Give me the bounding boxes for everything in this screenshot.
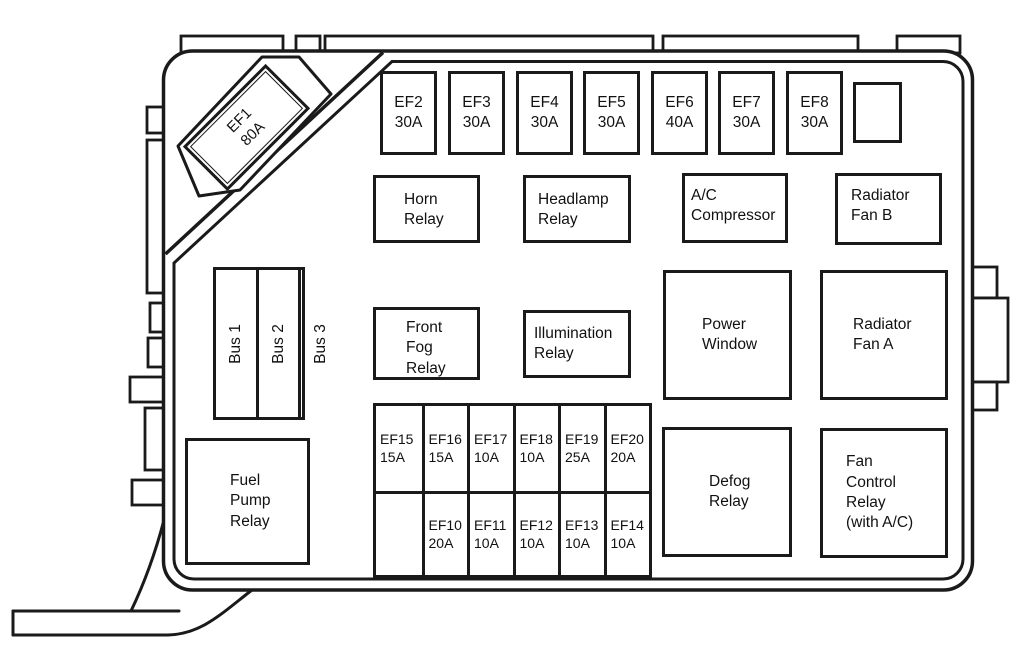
fuse-ef6: EF6 40A <box>651 71 708 155</box>
relay-fan-control: Fan Control Relay (with A/C) <box>820 428 948 558</box>
bus-block: Bus 1 Bus 2 Bus 3 <box>213 267 329 420</box>
fuse-name: EF14 <box>610 517 644 534</box>
fuse-amp: 15A <box>380 449 405 466</box>
fuse-amp: 20A <box>428 535 454 552</box>
fuse-ef10: EF10 20A <box>421 490 467 575</box>
fuse-name: EF2 <box>394 93 423 111</box>
fuse-amp: 25A <box>565 449 590 466</box>
fuse-ef14: EF14 10A <box>603 490 649 575</box>
relay-horn: Horn Relay <box>373 175 480 243</box>
fuse-amp: 10A <box>474 449 499 466</box>
fuse-name: EF19 <box>565 431 599 448</box>
relay-fuel-pump: Fuel Pump Relay <box>185 438 310 565</box>
fuse-amp: 30A <box>530 114 559 131</box>
fuse-amp: 10A <box>565 535 590 552</box>
fuse-ef11: EF11 10A <box>467 490 513 575</box>
inner-boundary <box>172 60 965 581</box>
fuse-ef17: EF17 10A <box>467 406 513 491</box>
fuse-ef13: EF13 10A <box>558 490 604 575</box>
bottom-wire <box>11 518 254 637</box>
right-tab <box>969 296 1010 384</box>
fuse-ef8: EF8 30A <box>786 71 843 155</box>
relay-power-window: Power Window <box>663 270 792 400</box>
bus-label: Bus 2 <box>269 323 287 364</box>
fuse-amp: 10A <box>610 535 636 552</box>
relay-illumination: Illumination Relay <box>523 310 631 378</box>
relay-headlamp: Headlamp Relay <box>523 175 631 243</box>
fuse-name: EF17 <box>474 431 508 448</box>
fuse-name: EF6 <box>665 93 694 111</box>
fuse-amp: 10A <box>474 535 499 552</box>
fuse-ef4: EF4 30A <box>516 71 573 155</box>
fuse-name: EF10 <box>428 517 462 534</box>
fuse-name: EF4 <box>530 93 559 111</box>
fuse-ef2: EF2 30A <box>380 71 437 155</box>
fuse-name: EF3 <box>462 93 491 111</box>
fuse-ef7: EF7 30A <box>718 71 775 155</box>
fuse-amp: 30A <box>462 114 491 131</box>
relay-front-fog: Front Fog Relay <box>373 307 480 380</box>
bus-2: Bus 2 <box>255 270 299 417</box>
right-tabs <box>969 265 1010 412</box>
fuse-amp: 30A <box>800 114 829 131</box>
bus-3: Bus 3 <box>298 270 341 417</box>
fuse-amp: 40A <box>665 114 694 131</box>
bus-1: Bus 1 <box>216 270 256 417</box>
relay-ac-compressor: A/C Compressor <box>682 173 788 243</box>
left-tabs <box>128 105 167 507</box>
relay-defog: Defog Relay <box>662 427 792 557</box>
fuse-ef3: EF3 30A <box>448 71 505 155</box>
fuse-name: EF7 <box>732 93 761 111</box>
top-tabs <box>179 34 962 55</box>
fuse-amp: 30A <box>394 114 423 131</box>
left-tab <box>130 478 167 507</box>
fuse-amp: 10A <box>519 449 545 466</box>
fuse-ef19: EF19 25A <box>558 406 604 491</box>
fuse-name: EF13 <box>565 517 599 534</box>
relay-radiator-fan-a: Radiator Fan A <box>820 270 948 400</box>
fuse-amp: 20A <box>610 449 636 466</box>
fuse-name: EF16 <box>428 431 462 448</box>
fuse-name: EF12 <box>519 517 553 534</box>
fuse-amp: 15A <box>428 449 454 466</box>
fuse-amp: 10A <box>519 535 545 552</box>
fuse-ef15: EF15 15A <box>376 406 422 491</box>
fuse-ef5: EF5 30A <box>583 71 640 155</box>
fuse-ef16: EF16 15A <box>421 406 468 491</box>
fuse-name: EF11 <box>474 517 507 534</box>
right-tab <box>969 380 999 412</box>
fuse-grid: EF15 15A EF16 15A EF17 10A EF18 10A EF19… <box>373 403 652 578</box>
empty-fuse-slot <box>853 82 902 143</box>
bus-label: Bus 1 <box>226 323 244 364</box>
diode-slot <box>376 490 422 576</box>
bus-label: Bus 3 <box>312 323 330 364</box>
fuse-amp: 30A <box>597 114 626 131</box>
fuse-name: EF18 <box>519 431 553 448</box>
fuse-ef18: EF18 10A <box>512 406 559 491</box>
right-tab <box>969 265 999 300</box>
left-tab <box>128 375 167 404</box>
fuse-ef12: EF12 10A <box>512 490 558 575</box>
relay-radiator-fan-b: Radiator Fan B <box>835 173 942 245</box>
fuse-name: EF20 <box>610 431 644 448</box>
fuse-name: EF5 <box>597 93 626 111</box>
fuse-ef20: EF20 20A <box>603 406 650 491</box>
fuse-amp: 30A <box>732 114 761 131</box>
fuse-name: EF15 <box>380 431 414 448</box>
fuse-name: EF8 <box>800 93 829 111</box>
